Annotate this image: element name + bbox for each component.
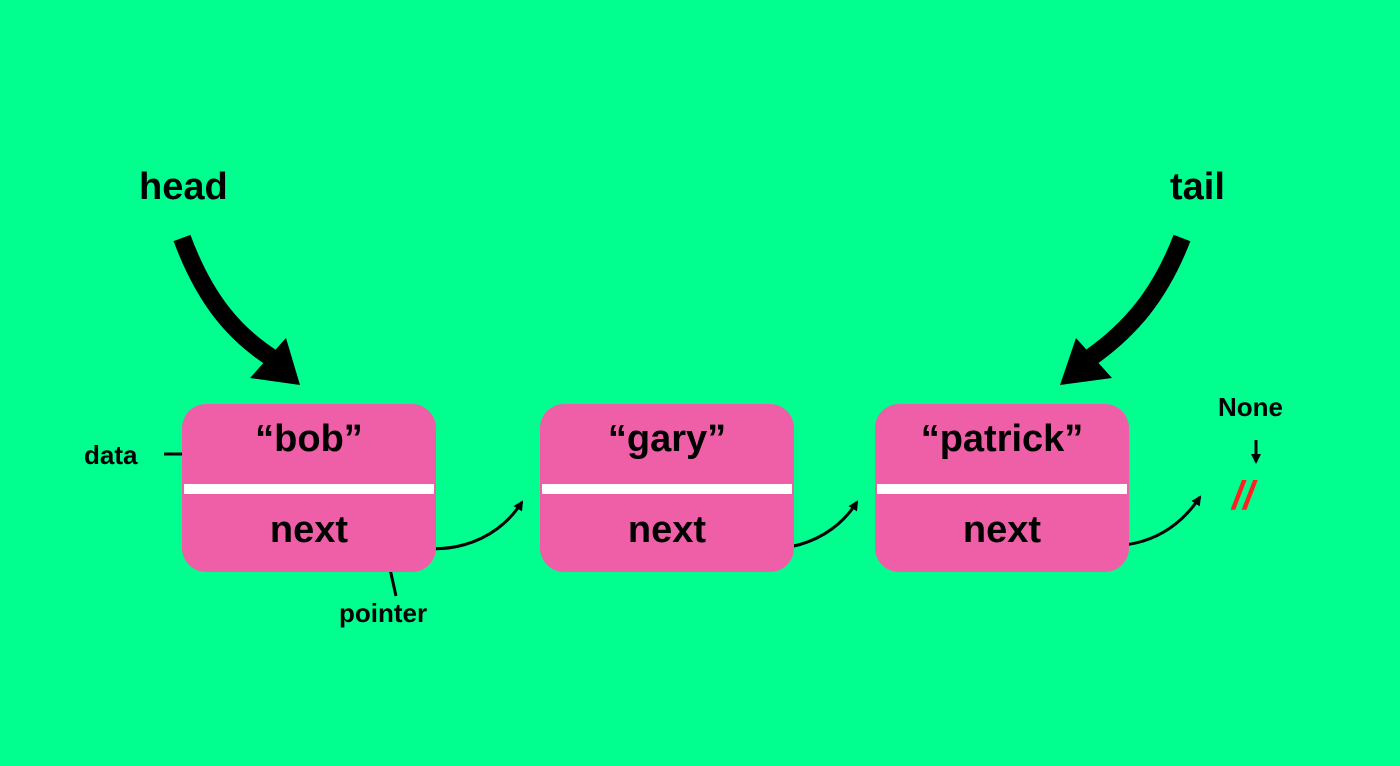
head-label: head [139,166,228,208]
head-arrow [173,234,300,385]
tail-label: tail [1170,166,1225,208]
node-divider [184,484,434,494]
null-terminator-mark: // [1232,474,1255,518]
node-data: “bob” [255,418,363,460]
tail-arrow [1060,234,1191,385]
list-node-1: “bob” next [182,404,436,572]
node-next: next [269,509,349,551]
node-divider [542,484,792,494]
list-node-2: “gary” next [540,404,794,572]
pointer-label: pointer [339,598,428,628]
node-data: “patrick” [920,418,1084,460]
node-next: next [627,509,707,551]
data-label: data [84,440,138,470]
node-next: next [962,509,1042,551]
none-label: None [1218,392,1283,422]
node-data: “gary” [607,418,727,460]
list-node-3: “patrick” next [875,404,1129,572]
node-divider [877,484,1127,494]
